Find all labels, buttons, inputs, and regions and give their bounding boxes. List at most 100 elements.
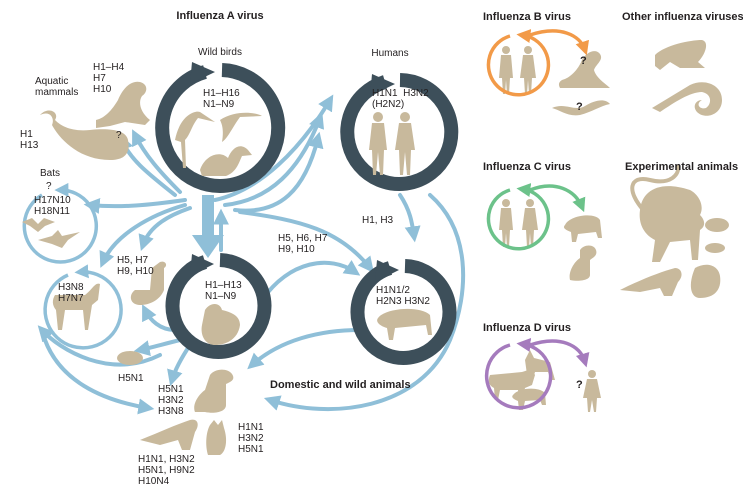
humans-subtype: (H2N2) [372,99,404,110]
arrow-poultry-to-pigs [260,259,361,302]
humans-to-pigs-subtype: H1, H3 [362,215,394,226]
poultry-ring-arrowhead [190,254,214,276]
hamster-silhouette [690,264,721,298]
arrow-birds-to-pigs [238,210,374,274]
influenza-c-pig-silhouette [563,215,602,242]
influenza-d-unknown-mark: ? [576,379,583,391]
influenza-b-unknown-mark: ? [576,101,583,113]
pig-silhouette [377,308,432,340]
transmission-arrows [37,94,466,415]
humans-subtype: H1N1 H3N2 [372,88,429,99]
arrow-poultry-to-guinea-pig [133,338,182,356]
seal-subtype: H10 [93,84,112,95]
dog-silhouette [194,369,234,413]
influenza-d-title: Influenza D virus [483,322,571,334]
influenza-b-humans-silhouette [499,46,536,94]
guinea-pig-experimental [705,218,729,232]
influenza-b-unknown-mark: ? [580,55,587,67]
horse-ring [43,264,123,350]
influenza-c-arrow [529,184,586,213]
monkey-tail [630,164,681,214]
humans-ring-arrowhead [370,74,395,96]
duck-silhouette [200,146,252,176]
poultry-subtype: N1–N9 [205,291,237,302]
eel-silhouette [552,100,610,116]
arrow-horse-to-dog [43,338,155,415]
seal-subtype: H7 [93,73,106,84]
seal-subtype: H1–H4 [93,62,125,73]
gull-silhouette [220,112,262,142]
arrow-birds-to-ratite [138,206,192,252]
poultry-ring [165,253,272,359]
bats-unknown-mark: ? [46,181,52,192]
experimental-animals-title: Experimental animals [625,161,738,173]
arrow-pigs-to-humans [263,193,466,412]
pigs-subtype: H1N1/2 [376,285,410,296]
ferret-experimental [620,268,682,296]
poultry-to-pigs-subtype: H5, H6, H7 [278,233,328,244]
cat-subtype: H5N1 [238,444,264,455]
humans-silhouette [369,112,415,175]
ferret-subtype: H10N4 [138,476,170,487]
poultry-to-pigs-subtype: H9, H10 [278,244,315,255]
influenza-a-title: Influenza A virus [176,10,263,22]
goat-silhouette [525,350,555,382]
influenza-c-ring [486,183,551,251]
influenza-c-humans-silhouette [499,199,538,247]
arrow-pigs-to-domestic [247,328,362,370]
other-viruses-title: Other influenza viruses [622,11,743,23]
monkey-silhouette [639,186,705,262]
bats-label: Bats [40,168,60,179]
influenza-b-arrow [529,29,589,56]
wild-birds-subtype: H1–H16 [203,88,240,99]
bat-silhouette-1 [22,218,55,232]
arrow-poultry-to-dog [167,343,192,387]
bat-silhouette-2 [38,230,80,248]
whale-subtype: H1 [20,129,33,140]
bats-subtype: H18N11 [34,206,70,217]
dog-subtype: H3N2 [158,395,184,406]
arrow-birds-to-humans-3 [233,131,324,213]
pigs-subtype: H2N3 H3N2 [376,296,430,307]
ratite-subtype: H5, H7 [117,255,149,266]
aquatic-unknown-mark: ? [116,130,122,141]
arrow-birds-to-horse [99,203,187,268]
frog-silhouette [655,40,707,70]
dog-subtype: H5N1 [158,384,184,395]
wader-bird-silhouette [175,111,215,168]
guinea-pig-silhouette [117,351,143,365]
dog-subtype: H3N8 [158,406,184,417]
whale-silhouette [40,110,129,160]
ferret-subtype: H1N1, H3N2 [138,454,195,465]
poultry-subtype: H1–H13 [205,280,242,291]
wild-birds-ring-arrowhead [190,62,215,84]
arrow-birds-to-seal [132,129,182,194]
sea-lion-silhouette [558,51,610,88]
ratite-silhouette [130,261,167,305]
chicken-silhouette [201,304,240,345]
arrow-birds-to-poultry-big [192,195,224,258]
humans-ring [340,73,459,191]
mouse-silhouette [705,243,725,253]
horse-subtype: H3N8 [58,282,84,293]
aquatic-mammals-label: mammals [35,87,78,98]
domestic-animals-label: Domestic and wild animals [270,379,411,391]
cat-subtype: H3N2 [238,433,264,444]
cat-subtype: H1N1 [238,422,264,433]
arrow-birds-to-bats [83,197,187,214]
snake-silhouette [652,82,722,116]
bats-subtype: H17N10 [34,195,71,206]
aquatic-mammals-label: Aquatic [35,76,68,87]
guinea-pig-subtype: H5N1 [118,373,144,384]
wild-birds-label: Wild birds [198,47,242,58]
humans-label: Humans [371,48,408,59]
ratite-subtype: H9, H10 [117,266,154,277]
influenza-c-title: Influenza C virus [483,161,571,173]
arrow-poultry-loop [37,325,162,367]
wild-birds-subtype: N1–N9 [203,99,235,110]
influenza-b-ring [486,29,551,97]
ferret-silhouette [140,419,198,450]
horse-silhouette [52,283,100,330]
arrow-humans-to-pigs [398,193,421,243]
